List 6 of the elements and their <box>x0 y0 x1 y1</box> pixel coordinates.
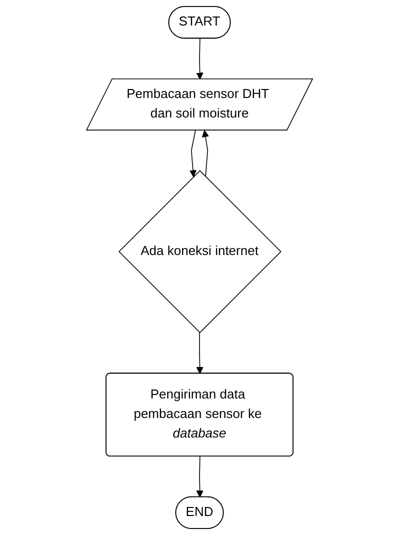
arrow <box>190 130 198 178</box>
arrow <box>196 38 204 80</box>
node-diamond: Ada koneksi internet <box>118 170 282 334</box>
arrow <box>196 456 204 498</box>
arrow <box>202 130 210 178</box>
arrow <box>196 332 204 374</box>
